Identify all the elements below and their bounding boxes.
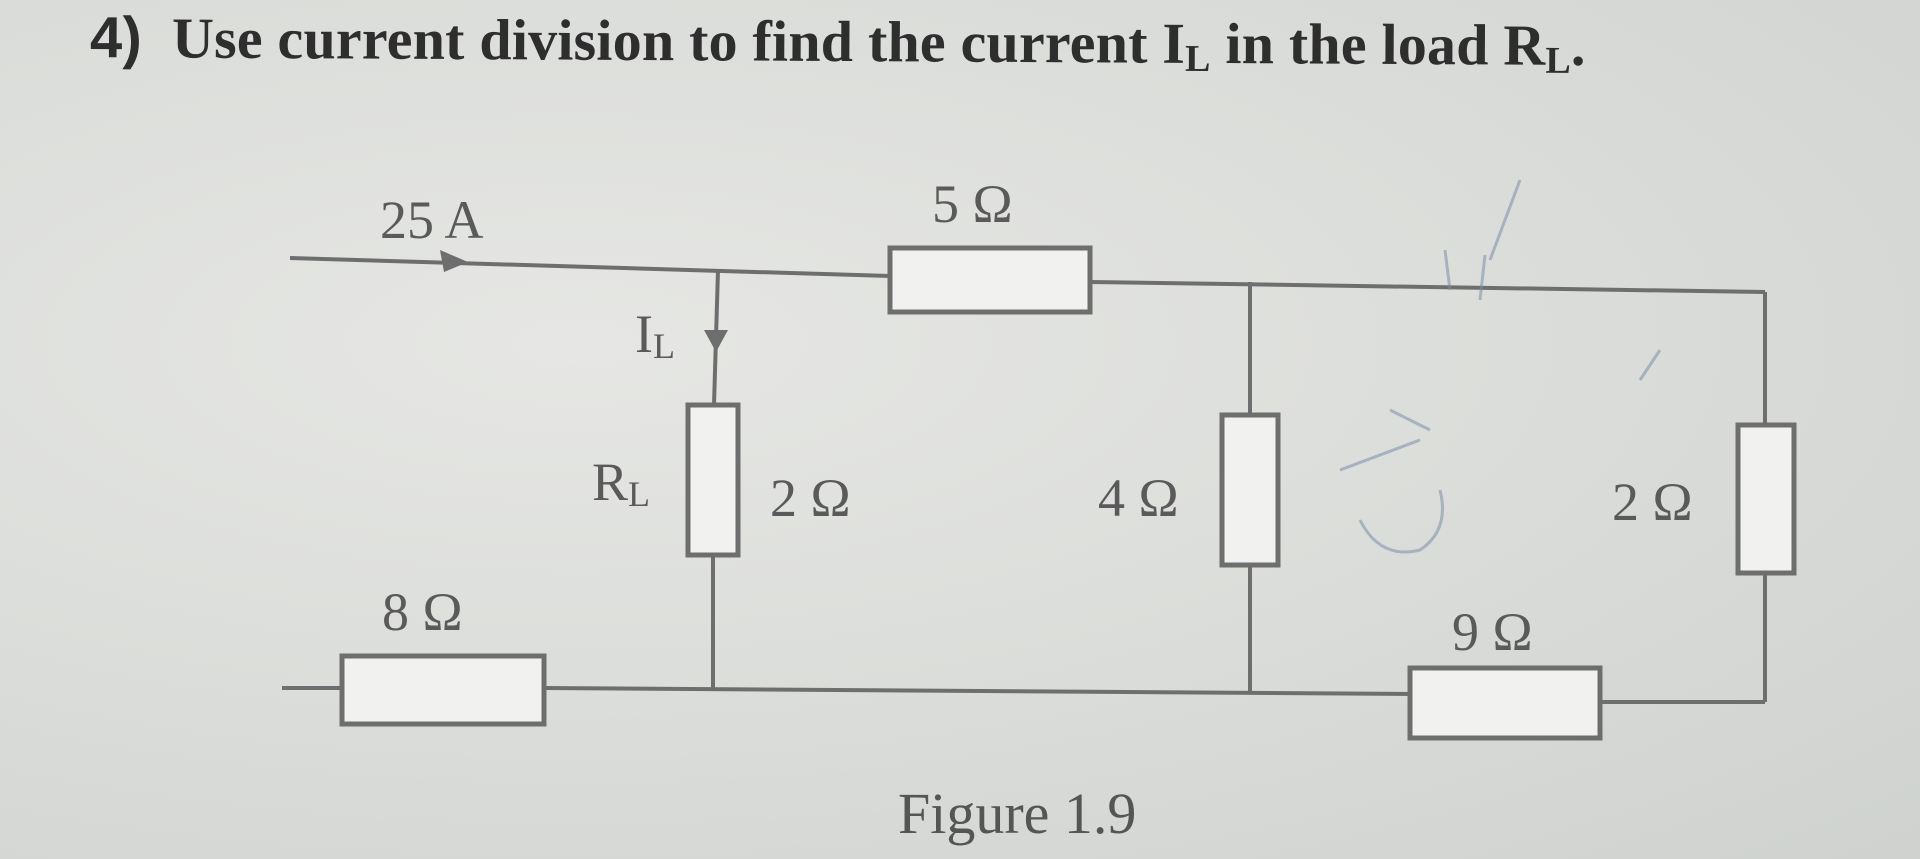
label-8-ohm: 8 Ω xyxy=(382,582,463,642)
resistor-9-ohm xyxy=(1407,665,1603,741)
pen-mark-right xyxy=(1638,349,1662,381)
wire-top-right xyxy=(1089,280,1766,294)
pen-mark-scribble xyxy=(1339,408,1444,554)
resistor-right-2-ohm xyxy=(1735,422,1797,576)
wire-top-left xyxy=(289,256,891,278)
wire-bottom-middle xyxy=(543,686,1411,696)
source-arrow-icon xyxy=(440,250,468,272)
label-source-current: 25 A xyxy=(380,190,484,250)
label-current-i-sub: L xyxy=(653,326,675,366)
resistor-8-ohm xyxy=(339,653,547,727)
label-5-ohm: 5 Ω xyxy=(932,174,1013,234)
resistor-5-ohm xyxy=(887,245,1093,315)
label-load-r-main: R xyxy=(592,452,628,512)
label-4-ohm: 4 Ω xyxy=(1098,468,1179,528)
current-arrow-icon xyxy=(704,330,728,352)
resistor-4-ohm xyxy=(1219,412,1281,568)
label-current-i-main: I xyxy=(635,304,653,364)
label-right-2-ohm: 2 Ω xyxy=(1612,472,1693,532)
label-current-i: IL xyxy=(635,304,675,366)
label-9-ohm: 9 Ω xyxy=(1452,602,1533,662)
label-load-r-sub: L xyxy=(628,474,650,514)
figure-caption: Figure 1.9 xyxy=(898,781,1137,846)
pen-mark-top xyxy=(1443,179,1522,301)
label-load-r: RL xyxy=(592,452,650,514)
label-load-2-ohm: 2 Ω xyxy=(770,468,851,528)
resistor-load-2-ohm xyxy=(685,402,741,558)
